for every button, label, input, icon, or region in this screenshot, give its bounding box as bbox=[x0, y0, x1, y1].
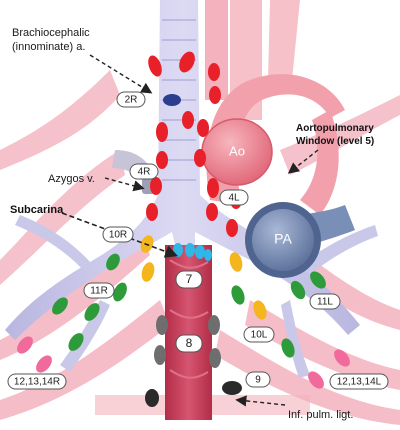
aortopulmonary-label-line2: Window (level 5) bbox=[296, 136, 374, 147]
dashed-arrow-icon bbox=[287, 149, 319, 174]
station-11l: 11L bbox=[317, 297, 333, 308]
brachiocephalic-label-line2: (innominate) a. bbox=[12, 41, 85, 53]
brachiocephalic-label-line1: Brachiocephalic bbox=[12, 27, 90, 39]
dashed-arrow-icon bbox=[89, 54, 153, 94]
ao-label: Ao bbox=[229, 143, 245, 158]
station-10l: 10L bbox=[251, 330, 268, 341]
nodes-pink bbox=[17, 336, 350, 389]
pa-label: PA bbox=[274, 231, 292, 247]
aortopulmonary-label-line1: Aortopulmonary bbox=[296, 123, 374, 134]
dashed-arrow-icon bbox=[104, 177, 145, 192]
station-10r: 10R bbox=[109, 230, 127, 241]
station-badges: 2R 4R 4L 10R 11R 7 8 11L 10L 9 12,13,14R… bbox=[7, 91, 389, 390]
nodes-green bbox=[52, 253, 326, 358]
nodes-red bbox=[146, 51, 242, 237]
station-12-13-14r: 12,13,14R bbox=[14, 377, 60, 388]
subcarina-label: Subcarina bbox=[10, 204, 64, 216]
station-8: 8 bbox=[186, 336, 193, 350]
station-7: 7 bbox=[186, 272, 193, 286]
station-4r: 4R bbox=[138, 167, 151, 178]
azygos-label: Azygos v. bbox=[48, 173, 95, 185]
station-4l: 4L bbox=[228, 193, 240, 204]
esophagus bbox=[165, 245, 212, 420]
arrow-icon bbox=[235, 395, 286, 407]
station-12-13-14l: 12,13,14L bbox=[337, 377, 382, 388]
pulmonary-artery bbox=[245, 202, 355, 278]
inf-pulm-ligt-label: Inf. pulm. ligt. bbox=[288, 409, 353, 421]
station-11r: 11R bbox=[90, 286, 108, 297]
station-2r: 2R bbox=[125, 95, 138, 106]
nodes-gray bbox=[145, 315, 242, 407]
station-9: 9 bbox=[255, 375, 261, 386]
aorta bbox=[201, 74, 345, 215]
